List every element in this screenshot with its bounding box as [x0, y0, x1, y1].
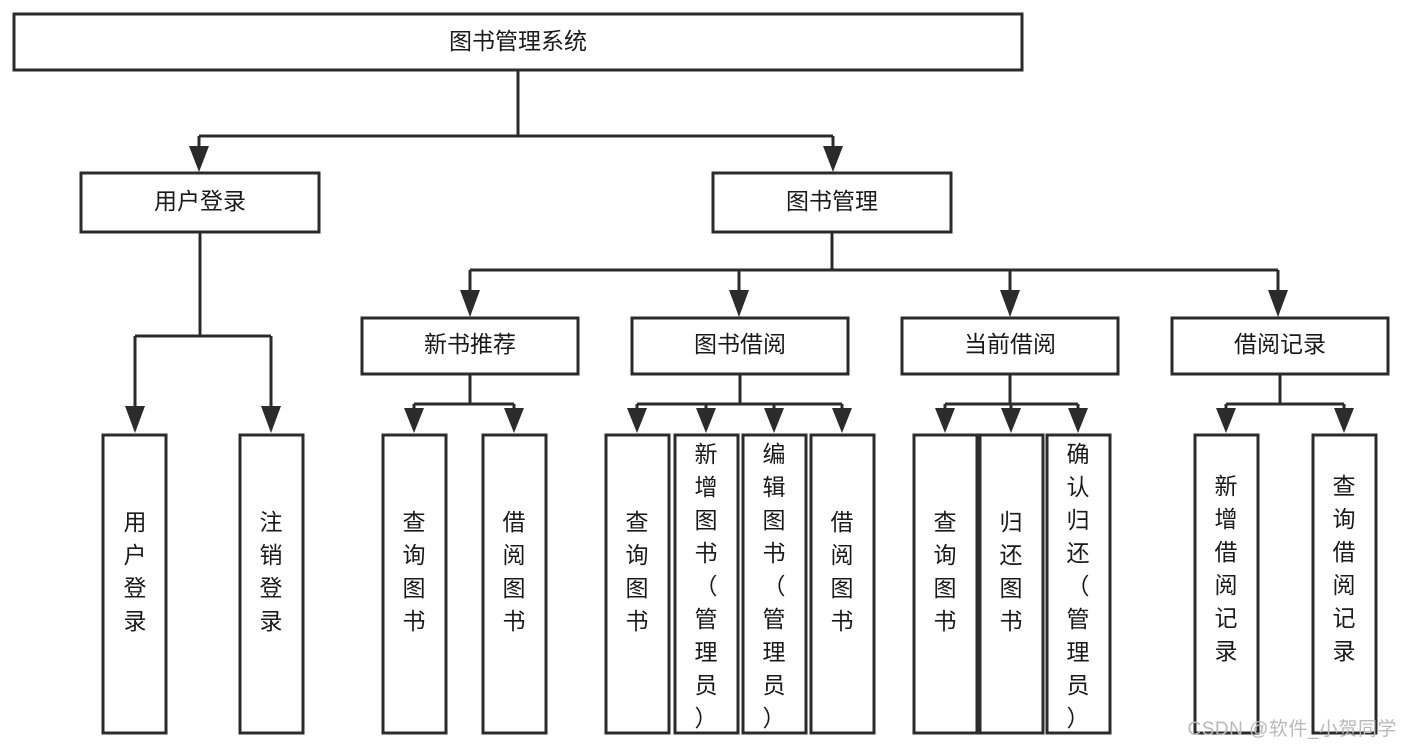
leaf-label-current-borrow-1: 查询图书 [934, 509, 957, 634]
leaf-label-book-borrow-3: 编辑图书（管理员） [763, 441, 786, 731]
arrow-head-leaf-book-borrow-1 [627, 408, 647, 433]
arrow-head-leaf-book-borrow-3 [764, 408, 784, 433]
arrow-head-leaf-new-book-1 [404, 408, 424, 433]
leaf-box-book-borrow-1[interactable] [604, 433, 671, 735]
leaf-label-borrow-record-1: 新增借阅记录 [1215, 473, 1238, 664]
node-borrow-record-label: 借阅记录 [1234, 331, 1326, 357]
node-root-box[interactable] [12, 12, 1024, 72]
node-current-borrow-label: 当前借阅 [964, 331, 1056, 357]
leaf-box-current-borrow-1[interactable] [912, 433, 979, 735]
leaf-box-book-borrow-4[interactable] [809, 433, 876, 735]
leaf-box-user-login-2[interactable] [238, 433, 305, 735]
arrow-head-current-borrow [1000, 290, 1020, 317]
leaf-box-new-book-1[interactable] [381, 433, 448, 735]
arrow-head-leaf-user-login-1 [125, 406, 145, 433]
arrow-head-leaf-book-borrow-4 [832, 408, 852, 433]
arrow-head-leaf-borrow-record-1 [1216, 408, 1236, 433]
leaf-box-borrow-record-1[interactable] [1193, 433, 1260, 735]
arrow-head-book-manage [823, 146, 843, 172]
node-borrow-record-box[interactable] [1170, 316, 1390, 376]
arrow-head-leaf-user-login-2 [261, 406, 281, 433]
leaf-box-borrow-record-2[interactable] [1311, 433, 1378, 735]
leaf-box-new-book-2[interactable] [481, 433, 548, 735]
leaf-box-book-borrow-2[interactable] [673, 433, 740, 735]
leaf-label-book-borrow-1: 查询图书 [626, 509, 649, 634]
leaf-label-new-book-1: 查询图书 [403, 509, 426, 634]
leaf-label-borrow-record-2: 查询借阅记录 [1333, 473, 1356, 664]
arrow-head-new-book [460, 290, 480, 317]
node-current-borrow-box[interactable] [900, 316, 1120, 376]
leaf-box-current-borrow-3[interactable] [1045, 433, 1112, 735]
leaf-label-book-borrow-2: 新增图书（管理员） [695, 441, 718, 731]
node-book-manage-box[interactable] [711, 171, 953, 234]
leaf-box-book-borrow-3[interactable] [741, 433, 808, 735]
arrow-head-leaf-current-borrow-1 [935, 408, 955, 433]
leaf-label-book-borrow-4: 借阅图书 [831, 509, 854, 634]
arrow-head-borrow-record [1268, 290, 1288, 317]
leaf-label-current-borrow-2: 归还图书 [1000, 509, 1023, 634]
leaf-box-user-login-1[interactable] [101, 433, 168, 735]
node-book-manage-label: 图书管理 [786, 188, 878, 214]
node-new-book-label: 新书推荐 [424, 331, 516, 357]
leaf-label-user-login-2: 注销登录 [260, 509, 283, 634]
leaf-label-new-book-2: 借阅图书 [503, 509, 526, 634]
leaf-label-current-borrow-3: 确认归还（管理员） [1067, 441, 1090, 731]
node-root-label: 图书管理系统 [449, 28, 587, 54]
arrow-head-book-borrow [729, 290, 749, 317]
arrow-head-leaf-current-borrow-3 [1068, 408, 1088, 433]
leaf-box-current-borrow-2[interactable] [978, 433, 1045, 735]
node-user-login-label: 用户登录 [154, 188, 246, 214]
leaf-label-user-login-1: 用户登录 [124, 509, 147, 634]
arrow-head-leaf-book-borrow-2 [696, 408, 716, 433]
arrow-head-user-login [189, 146, 209, 172]
arrow-head-leaf-new-book-2 [504, 408, 524, 433]
node-new-book-box[interactable] [360, 316, 580, 376]
node-book-borrow-label: 图书借阅 [694, 331, 786, 357]
node-book-borrow-box[interactable] [630, 316, 850, 376]
arrow-head-leaf-current-borrow-2 [1001, 408, 1021, 433]
arrow-head-leaf-borrow-record-2 [1334, 408, 1354, 433]
